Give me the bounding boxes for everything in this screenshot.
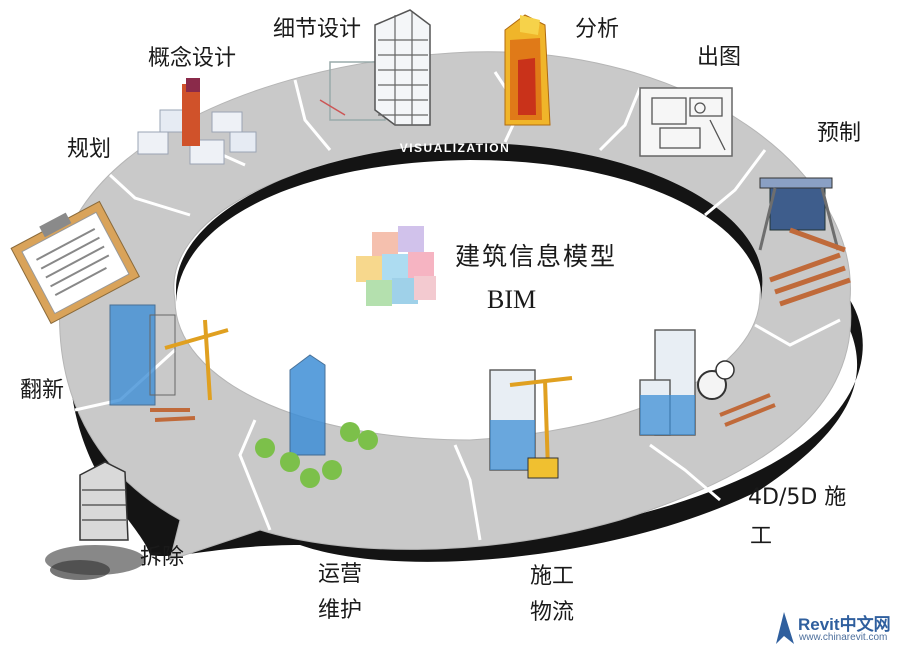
demolition-tower-icon (45, 461, 145, 580)
ring-wall (69, 300, 863, 562)
watermark-brand: Revit中文网 (798, 615, 891, 634)
watermark: Revit中文网 www.chinarevit.com (772, 608, 892, 650)
stage-label-detail-design: 细节设计 (273, 17, 362, 42)
stage-label-demolition: 拆除 (140, 545, 185, 570)
stage-label-documentation: 出图 (697, 45, 742, 70)
concept-blocks-icon (137, 78, 257, 165)
stage-label-4d5d-line2: 工 (750, 524, 773, 549)
stage-label-construction: 施工 (530, 564, 575, 589)
4d5d-tower-icon (639, 329, 776, 436)
bim-cube-logo (356, 226, 436, 306)
stage-label-analysis: 分析 (575, 17, 620, 42)
stage-label-concept-design: 概念设计 (148, 46, 237, 71)
watermark-site: www.chinarevit.com (799, 632, 888, 643)
construction-crane-icon (489, 369, 573, 479)
stage-label-planning: 规划 (67, 137, 112, 162)
drawing-sheet-icon (639, 87, 733, 157)
stage-label-4d5d-line1: 4D/5D 施 (748, 485, 847, 510)
stage-label-renovation: 翻新 (20, 378, 65, 403)
stage-label-prefabrication: 预制 (817, 121, 862, 146)
center-title-en: BIM (487, 285, 537, 314)
ring-band-text: VISUALIZATION (400, 141, 511, 155)
operations-tower-icon (255, 354, 378, 488)
detail-tower-icon (319, 9, 431, 126)
prefab-factory-icon (758, 177, 851, 307)
clipboard-icon (10, 200, 141, 325)
revit-logo-icon (776, 612, 794, 644)
analysis-tower-icon (504, 14, 551, 126)
stage-label-operations: 运营 (318, 562, 363, 587)
stage-label-maintenance: 维护 (318, 598, 363, 623)
stage-label-logistics: 物流 (530, 600, 575, 625)
renovation-tower-icon (109, 304, 229, 422)
center-title-cn: 建筑信息模型 (455, 242, 618, 271)
